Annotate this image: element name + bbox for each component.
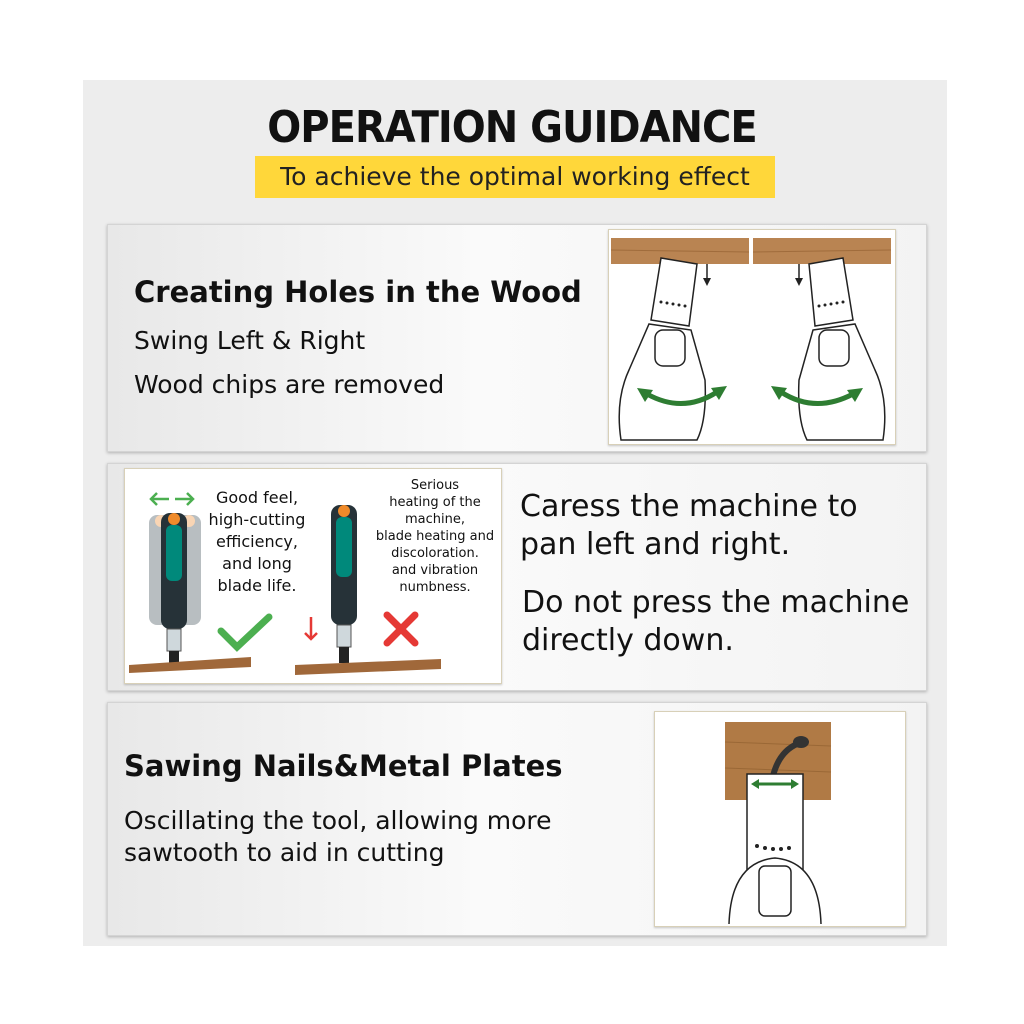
section-heading: Creating Holes in the Wood bbox=[134, 275, 582, 309]
check-icon bbox=[217, 613, 273, 652]
nail-illustration bbox=[724, 722, 832, 925]
cross-icon bbox=[383, 611, 419, 647]
swing-illustration bbox=[610, 238, 892, 441]
illustration-swing-left-right bbox=[608, 229, 896, 445]
illustration-nail-cutting bbox=[654, 711, 906, 927]
bad-note: Serious heating of the machine, blade he… bbox=[375, 478, 495, 595]
section-line: Wood chips are removed bbox=[134, 370, 445, 399]
section-creating-holes: Creating Holes in the Wood Swing Left & … bbox=[107, 224, 927, 452]
subtitle-banner: To achieve the optimal working effect bbox=[255, 156, 775, 198]
section-caress-machine: Good feel, high-cutting efficiency, and … bbox=[107, 463, 927, 691]
left-right-arrow-icon bbox=[149, 492, 195, 506]
left-right-arrow-icon bbox=[645, 389, 719, 406]
section-line: Swing Left & Right bbox=[134, 326, 366, 355]
good-note: Good feel, high-cutting efficiency, and … bbox=[208, 488, 306, 595]
instruction-caress: Caress the machine to pan left and right… bbox=[520, 489, 858, 562]
illustration-good-vs-bad: Good feel, high-cutting efficiency, and … bbox=[124, 468, 502, 684]
left-right-arrow-icon bbox=[751, 779, 799, 789]
down-arrow-icon bbox=[304, 617, 318, 641]
section-sawing-nails: Sawing Nails&Metal Plates Oscillating th… bbox=[107, 702, 927, 936]
instruction-do-not-press: Do not press the machine directly down. bbox=[522, 585, 910, 658]
section-line: Oscillating the tool, allowing more sawt… bbox=[124, 806, 552, 867]
good-bad-illustration bbox=[129, 492, 441, 675]
page-title: OPERATION GUIDANCE bbox=[267, 103, 757, 153]
section-heading: Sawing Nails&Metal Plates bbox=[124, 749, 563, 783]
